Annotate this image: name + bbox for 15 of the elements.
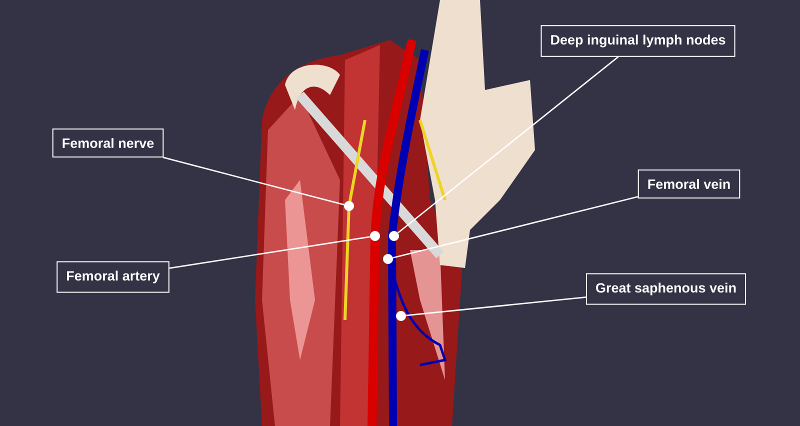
- marker-dot: [370, 231, 380, 241]
- leader-line: [163, 156, 344, 206]
- label-box: Great saphenous vein: [586, 273, 746, 305]
- label-box: Femoral nerve: [52, 128, 164, 158]
- label-box: Femoral artery: [56, 261, 170, 293]
- marker-dot: [344, 201, 354, 211]
- leader-line: [398, 56, 619, 234]
- marker-dot: [389, 231, 399, 241]
- marker-dot: [383, 254, 393, 264]
- label-box: Femoral vein: [638, 170, 740, 198]
- leader-line: [406, 296, 586, 316]
- label-box: Deep inguinal lymph nodes: [540, 25, 736, 57]
- leader-line: [169, 236, 370, 269]
- marker-dot: [396, 311, 406, 321]
- leader-line: [392, 196, 638, 258]
